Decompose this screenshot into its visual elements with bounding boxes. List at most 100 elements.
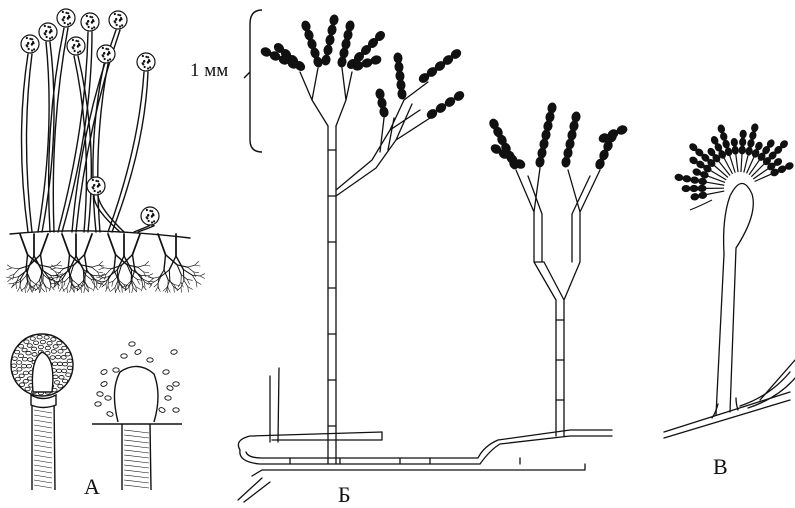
shade-line [34,485,52,488]
rhizoid-branch [105,274,106,279]
rhizoid-branch [99,268,104,270]
rhizoid-branch [169,270,170,281]
spore [134,349,142,356]
shade-line [124,460,149,463]
conidium [698,185,706,191]
rhizoid-branch [122,287,123,292]
rhizoid-branch [177,265,181,275]
rhizoid-branch [57,265,62,266]
rhizoid-branch [58,269,63,275]
rhizoid-branch [39,287,40,292]
rhizoid-branch [141,286,142,291]
conidia-chain [682,185,706,192]
spore [165,395,172,400]
rhizoid-branch [96,282,97,287]
conidium [690,185,698,191]
rhizoid-branch [111,288,115,291]
rhizoid-branch [131,270,140,276]
conidia-chain [690,191,707,200]
sporangium-head [87,177,105,195]
shade-line [34,435,52,438]
rhizoid-branch [40,234,48,255]
shade-line [34,480,52,483]
shade-line [124,465,149,468]
spore [173,382,180,387]
shade-line [124,435,149,438]
rhizoid-branch [188,287,193,290]
rhizoid-branch [26,255,28,270]
rhizoid-branch [148,277,153,278]
sporangium-head [141,207,159,225]
rhizoid-branch [148,274,153,276]
rhizoid-branch [95,286,98,290]
conidium [747,139,755,148]
conidium [690,193,699,201]
stalk-shading [34,410,52,488]
rhizoid-branch [105,287,108,292]
rhizoid-branch [168,287,170,292]
hyphal-septa [290,150,564,464]
sterigma [719,161,730,175]
stalk-shading [124,430,149,488]
scale-bar-bracket [244,10,262,152]
rhizoid-branch [192,275,200,276]
conidia-chain [535,102,557,167]
rhizoid-branch [129,287,130,292]
spore [105,395,112,400]
conidium [323,44,333,55]
rhizoid-branch [195,261,199,265]
rhizoid-branch [138,265,145,267]
spore [163,369,170,374]
rhizoid-branch [194,272,199,273]
spore [113,368,120,373]
panel-label-a: А [84,474,100,500]
sterigma [744,155,748,172]
rhizoid-branch [183,270,184,281]
spore [147,358,153,362]
sterigma [707,191,725,194]
rhizoid-branch [84,234,92,255]
conidium [325,34,335,45]
shade-line [34,465,52,468]
rhizoid-branch [196,282,201,285]
shade-line [34,410,52,413]
shade-line [34,470,52,473]
rhizoid-branch [27,287,30,292]
rhizoid-branch [30,280,36,285]
rhizoid-branch [115,287,118,292]
conidium [674,174,683,182]
rhizoids [6,231,204,293]
rhizoid-branch [84,288,85,293]
conidium [327,24,337,35]
conidium [682,175,691,183]
rhizoid-branch [93,278,94,285]
rhizoid-branch [84,255,86,270]
rhizoid-branch [108,281,113,283]
rhizoid-branch [140,275,148,276]
sterigma [751,164,764,177]
conidia-chain [375,88,389,117]
conidium [739,138,746,146]
conidia-chain [301,20,324,68]
rhizoid-branch [132,255,134,270]
conidium [698,191,707,199]
sterigma [753,169,768,179]
rhizoid-branch [188,267,194,272]
sterigma [736,154,738,172]
sterigma [706,182,724,185]
shade-line [34,430,52,433]
rhizoid-branch [138,267,144,272]
rhizoid-branch [12,268,19,269]
conidium [321,54,331,65]
spore [170,349,177,355]
panel-label-b: Б [338,482,351,508]
rhizoid-branch [181,287,182,292]
rhizoid-branch [62,234,70,255]
rhizoid-branch [188,265,195,267]
rhizoid-branch [141,278,148,281]
rhizoid-branch [69,270,70,281]
rhizoid-branch [188,287,189,292]
sporangium-head [67,37,85,55]
shade-line [124,455,149,458]
